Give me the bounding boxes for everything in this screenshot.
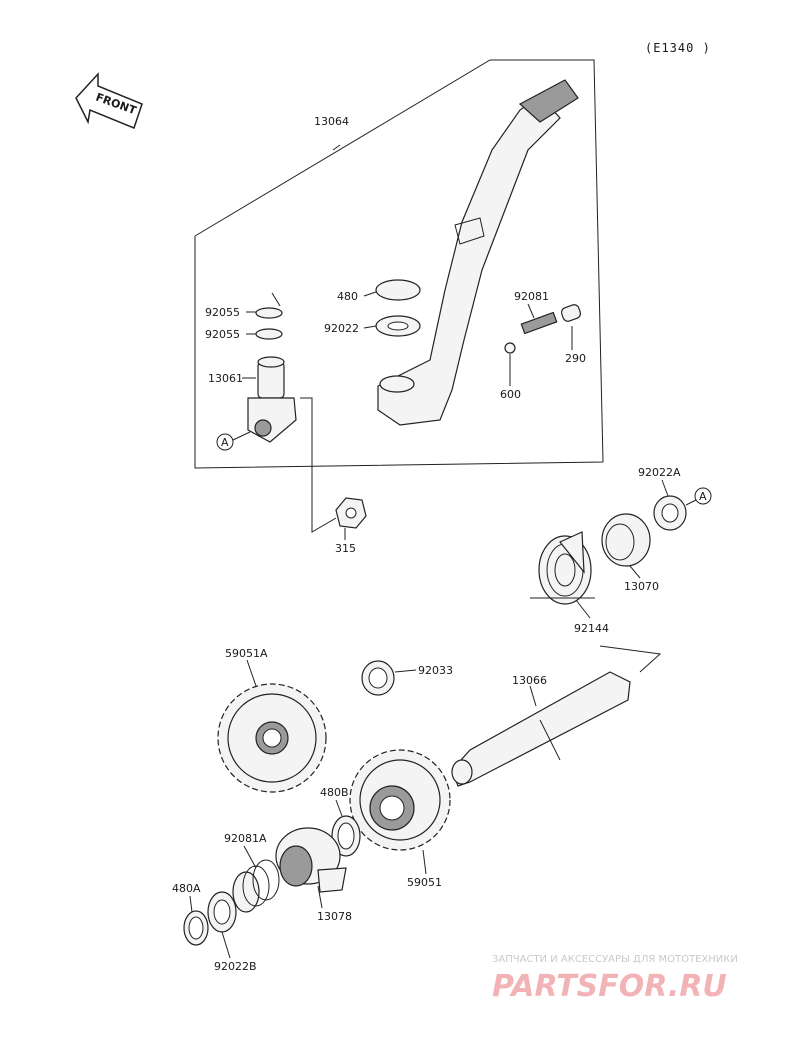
svg-text:A: A <box>699 490 707 503</box>
front-arrow-icon: FRONT <box>75 72 143 129</box>
spring-92081A <box>232 859 280 913</box>
nut-315 <box>335 497 367 529</box>
assembly-outline <box>194 59 604 469</box>
pin-290 <box>560 304 582 322</box>
spring-guide-13070 <box>601 513 651 567</box>
label-480A: 480A <box>172 882 201 895</box>
gear-59051A <box>217 683 327 793</box>
label-480B: 480B <box>320 786 349 799</box>
ball-600 <box>504 342 516 354</box>
label-92055-upper: 92055 <box>205 306 240 319</box>
label-92144: 92144 <box>574 622 609 635</box>
kick-spindle <box>247 356 297 443</box>
circlip-480 <box>375 279 421 301</box>
label-92081A: 92081A <box>224 832 267 845</box>
label-290: 290 <box>565 352 586 365</box>
label-92022A: 92022A <box>638 466 681 479</box>
svg-text:A: A <box>221 436 229 449</box>
watermark-tagline: ЗАПЧАСТИ И АКСЕССУАРЫ ДЛЯ МОТОТЕХНИКИ <box>492 954 738 965</box>
label-59051: 59051 <box>407 876 442 889</box>
kick-spring-92144 <box>538 531 592 605</box>
kick-pedal-lever <box>377 79 579 426</box>
label-92033: 92033 <box>418 664 453 677</box>
label-13066: 13066 <box>512 674 547 687</box>
label-92081: 92081 <box>514 290 549 303</box>
kick-shaft-13066 <box>451 671 631 787</box>
gear-59051 <box>349 749 451 851</box>
spring-92081 <box>520 311 558 335</box>
label-92022B: 92022B <box>214 960 257 973</box>
label-600: 600 <box>500 388 521 401</box>
label-92022: 92022 <box>324 322 359 335</box>
label-13064: 13064 <box>314 115 349 128</box>
o-ring-92055-lower <box>255 328 283 340</box>
label-92055-lower: 92055 <box>205 328 240 341</box>
label-59051A: 59051A <box>225 647 268 660</box>
callout-a-washer: A <box>694 487 712 505</box>
leader-lines <box>189 291 669 959</box>
callout-a-spindle: A <box>216 433 234 451</box>
o-ring-92055-upper <box>255 307 283 319</box>
watermark-brand: PARTSFOR.RU <box>492 969 727 1004</box>
diagram-reference: (E1340 ) <box>645 41 711 55</box>
label-13078: 13078 <box>317 910 352 923</box>
label-315: 315 <box>335 542 356 555</box>
label-13061: 13061 <box>208 372 243 385</box>
label-480: 480 <box>337 290 358 303</box>
ratchet-13078 <box>275 827 347 893</box>
label-13070: 13070 <box>624 580 659 593</box>
